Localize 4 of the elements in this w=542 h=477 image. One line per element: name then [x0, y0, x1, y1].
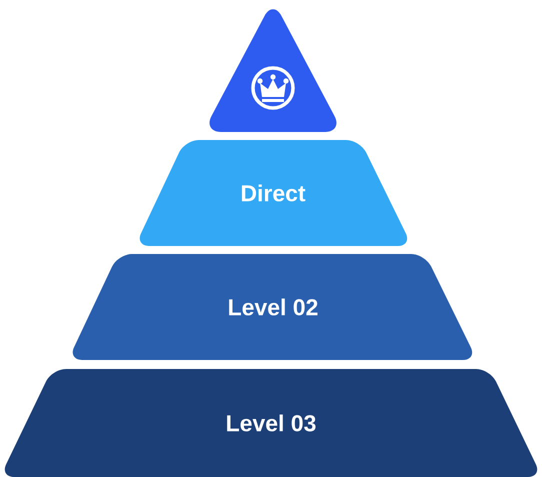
pyramid-level: Level 02: [72, 254, 472, 360]
pyramid-level: Direct: [140, 140, 408, 246]
pyramid-top: [210, 9, 336, 132]
pyramid-level: Level 03: [4, 368, 538, 477]
